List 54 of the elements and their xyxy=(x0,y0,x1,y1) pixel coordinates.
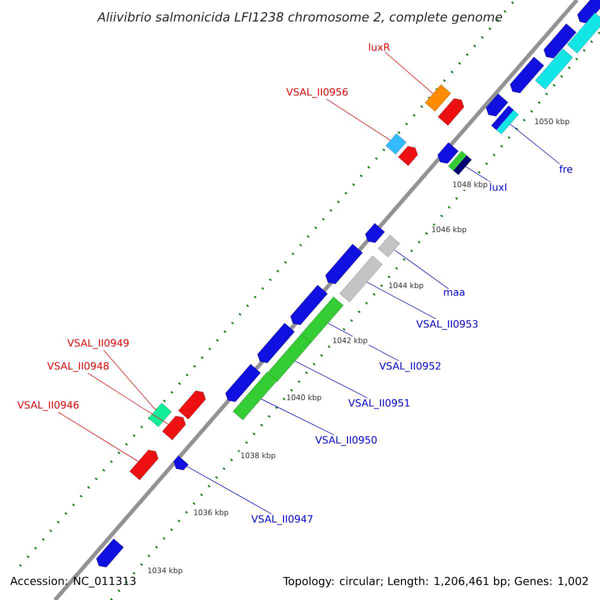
leader-line xyxy=(186,466,272,514)
leader-line xyxy=(88,372,169,425)
gene-label: VSAL_II0956 xyxy=(286,88,348,98)
gene-block xyxy=(130,450,158,480)
gene-block xyxy=(96,538,124,568)
gene-block xyxy=(398,146,418,166)
gene-label: maa xyxy=(444,290,464,296)
gene-block xyxy=(148,402,172,427)
gene-block xyxy=(178,390,206,420)
leader-line xyxy=(294,360,368,398)
gene-block xyxy=(325,244,363,284)
gene-block xyxy=(438,142,458,164)
gene-label: VSAL_II0947 xyxy=(251,515,312,525)
leader-line xyxy=(394,250,449,290)
leader-line xyxy=(103,350,156,410)
gene-block xyxy=(174,456,188,470)
leader-line xyxy=(326,98,391,141)
gene-block xyxy=(290,284,328,326)
leader-line xyxy=(384,52,434,94)
leader-line xyxy=(510,124,560,164)
gene-label: luxI xyxy=(490,183,506,191)
gene-block xyxy=(257,322,295,364)
gene-block xyxy=(577,0,600,24)
gene-label: fre xyxy=(559,165,572,173)
accession-label: Accession: NC_011313 xyxy=(10,576,136,588)
gene-block xyxy=(378,234,400,258)
gene-block xyxy=(162,416,186,440)
gene-block xyxy=(438,98,464,126)
gene-label: VSAL_II0952 xyxy=(379,362,440,372)
gene-block xyxy=(365,223,385,243)
leader-line xyxy=(260,398,334,436)
gene-block xyxy=(567,12,600,54)
gene-block xyxy=(266,334,312,382)
gene-label: VSAL_II0946 xyxy=(17,401,79,411)
gene-block xyxy=(232,372,278,420)
gene-block xyxy=(544,24,576,58)
gene-block xyxy=(535,48,573,90)
gene-label: VSAL_II0948 xyxy=(47,362,109,372)
leader-line xyxy=(465,166,490,182)
gene-block xyxy=(386,134,406,154)
gene-block xyxy=(225,364,261,402)
gene-label: luxR xyxy=(369,43,390,51)
gene-label: VSAL_II0951 xyxy=(348,399,410,409)
genome-info: Topology: circular; Length: 1,206,461 bp; Genes: 1,002 xyxy=(283,576,588,588)
gene-label: VSAL_II0949 xyxy=(67,339,129,349)
title: Aliivibrio salmonicida LFI1238 chromosome 2, complete genome xyxy=(96,12,502,24)
gene-block xyxy=(486,94,508,116)
leader-line xyxy=(58,412,139,462)
gene-block xyxy=(510,56,544,94)
gene-label: VSAL_II0950 xyxy=(315,436,377,446)
gene-label: VSAL_II0953 xyxy=(416,320,478,330)
gene-block xyxy=(340,256,382,302)
leader-line xyxy=(366,282,436,320)
gene-block xyxy=(425,84,451,112)
